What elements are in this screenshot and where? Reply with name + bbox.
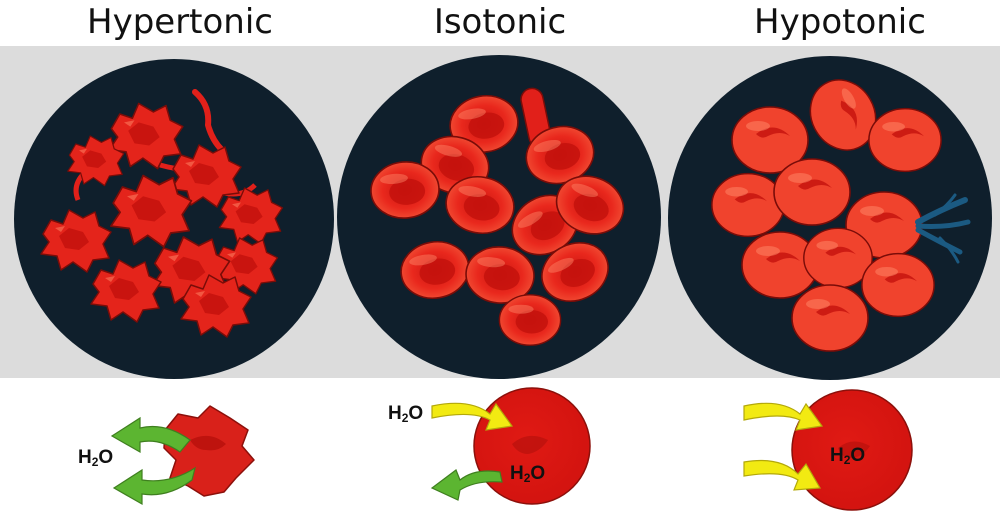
- hypotonic-cell: [791, 389, 913, 511]
- title-hypertonic: Hypertonic: [87, 2, 273, 42]
- water-out-arrow: [430, 469, 503, 501]
- hypotonic-dish: [668, 56, 992, 380]
- water-in-arrow: [431, 402, 514, 431]
- water-out-arrow-bottom: [112, 466, 196, 506]
- hypertonic-dish: [14, 59, 334, 379]
- isotonic-dish: [337, 55, 661, 379]
- h2o-label-hypertonic: H2O: [78, 447, 114, 469]
- h2o-label-isotonic-out: H2O: [510, 463, 546, 485]
- h2o-label-hypotonic: H2O: [830, 445, 866, 467]
- isotonic-cell: [473, 387, 591, 505]
- water-in-arrow-bottom: [743, 459, 822, 491]
- cell-burst-leak: [915, 193, 971, 264]
- h2o-label-isotonic-in: H2O: [388, 403, 424, 425]
- water-out-arrow-top: [110, 416, 191, 454]
- water-in-arrow-top: [743, 402, 824, 431]
- title-hypotonic: Hypotonic: [754, 2, 926, 42]
- title-isotonic: Isotonic: [433, 2, 567, 42]
